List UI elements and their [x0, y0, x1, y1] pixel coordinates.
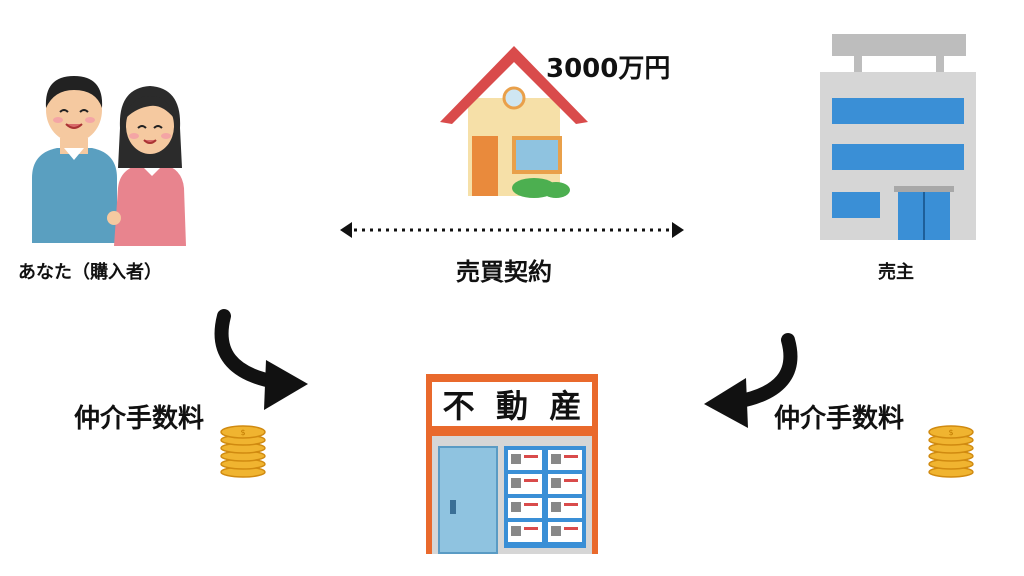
left-curved-arrow: [214, 309, 308, 410]
price-label: 3000万円: [546, 54, 671, 84]
buyer-label: あなた（購入者）: [18, 262, 162, 283]
agency-door: [438, 446, 498, 554]
buyer-couple-illustration: [32, 76, 186, 246]
left-coin-stack-icon: $: [220, 425, 266, 478]
agency-storefront: 不 動 産: [426, 374, 598, 554]
agency-sign-char-3: 産: [549, 387, 582, 425]
agency-sign-char-2: 動: [495, 387, 528, 425]
svg-text:$: $: [240, 428, 245, 437]
contract-label: 売買契約: [456, 258, 552, 286]
house-illustration: [440, 46, 588, 198]
agency-sign: 不 動 産: [432, 382, 592, 426]
contract-double-arrow: [340, 222, 684, 238]
right-fee-label: 仲介手数料: [774, 404, 905, 434]
seller-label: 売主: [878, 262, 914, 283]
svg-text:$: $: [948, 428, 953, 437]
left-fee-label: 仲介手数料: [74, 404, 205, 434]
man-figure: [32, 76, 117, 243]
right-coin-stack-icon: $: [928, 425, 974, 478]
woman-figure: [114, 86, 186, 246]
agency-sign-char-1: 不: [442, 387, 475, 425]
agency-window-listings: [504, 446, 586, 548]
seller-building-illustration: [820, 34, 976, 240]
right-curved-arrow: [704, 333, 798, 428]
